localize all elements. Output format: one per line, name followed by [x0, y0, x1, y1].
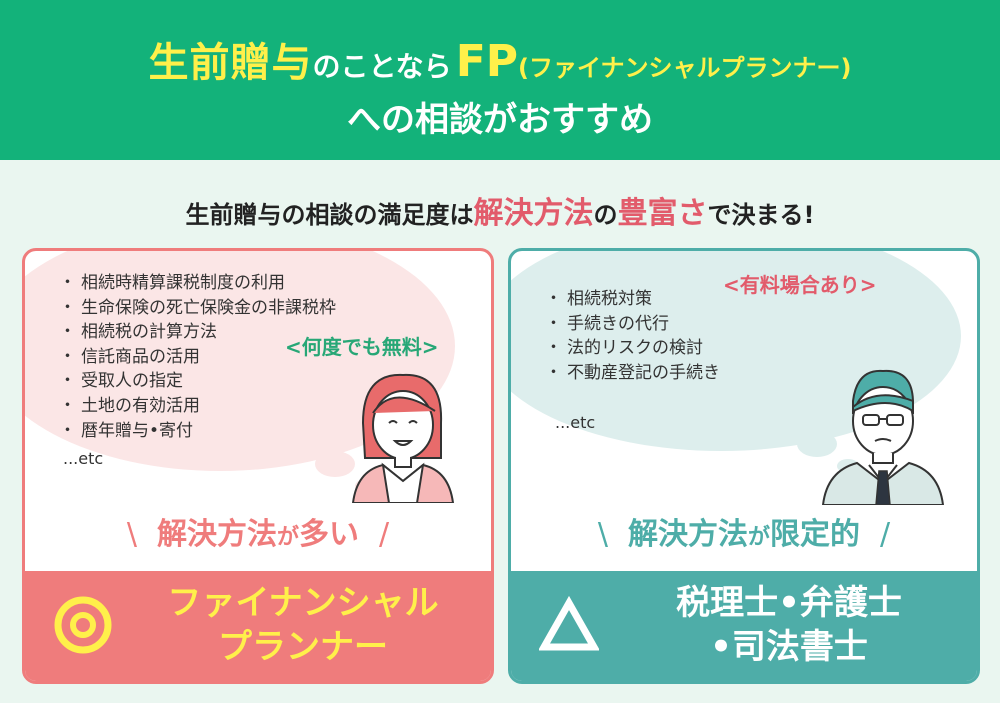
thought-bubble-small — [315, 451, 355, 477]
verdict-particle: が — [747, 525, 770, 550]
tax-lawyer-name-line2: •司法書士 — [710, 627, 868, 667]
subheading-part3: で決まる! — [707, 201, 815, 229]
list-item: 不動産登記の手続き — [545, 361, 720, 386]
subheading-highlight2: 豊富さ — [617, 196, 708, 231]
subheading-part2: の — [593, 201, 618, 229]
thought-bubble-small — [797, 431, 837, 457]
tax-lawyer-solution-list: 相続税対策 手続きの代行 法的リスクの検討 不動産登記の手続き — [545, 287, 720, 385]
banner-title-line2: への相談がおすすめ — [347, 100, 653, 140]
fp-card: 相続時精算課税制度の利用 生命保険の死亡保険金の非課税枠 相続税の計算方法 信託… — [22, 248, 494, 684]
list-item: 手続きの代行 — [545, 312, 720, 337]
banner-title-fp: FP — [455, 36, 518, 87]
etc-label: ...etc — [555, 413, 596, 432]
tax-lawyer-name: 税理士•弁護士 •司法書士 — [611, 581, 967, 669]
verdict-slash-right: / — [379, 517, 390, 552]
list-item: 暦年贈与•寄付 — [59, 419, 336, 444]
list-item: 生命保険の死亡保険金の非課税枠 — [59, 296, 336, 321]
verdict-slash-left: \ — [126, 517, 137, 552]
male-advisor-illustration — [821, 369, 945, 505]
fp-name: ファイナンシャル プランナー — [125, 581, 481, 669]
fp-footer: ファイナンシャル プランナー — [25, 571, 491, 681]
fp-verdict: \ 解決方法が多い / — [25, 509, 491, 553]
tax-lawyer-card: 相続税対策 手続きの代行 法的リスクの検討 不動産登記の手続き ...etc <… — [508, 248, 980, 684]
banner-title-mid: のことなら — [312, 50, 452, 83]
subheading: 生前贈与の相談の満足度は解決方法の豊富さで決まる! — [0, 188, 1000, 232]
verdict-main: 解決方法 — [156, 517, 277, 552]
tax-lawyer-footer: 税理士•弁護士 •司法書士 — [511, 571, 977, 681]
banner-title-main: 生前贈与 — [148, 40, 313, 86]
tax-lawyer-name-line1: 税理士•弁護士 — [676, 583, 902, 623]
etc-label: ...etc — [63, 449, 104, 468]
fp-solution-list: 相続時精算課税制度の利用 生命保険の死亡保険金の非課税枠 相続税の計算方法 信託… — [59, 271, 336, 443]
list-item: 受取人の指定 — [59, 369, 336, 394]
subheading-part1: 生前贈与の相談の満足度は — [185, 201, 474, 229]
banner-title-line1: 生前贈与のことならFP(ファイナンシャルプランナー) — [0, 30, 1000, 88]
fp-name-line1: ファイナンシャル — [167, 583, 439, 623]
verdict-slash-right: / — [880, 517, 891, 552]
header-banner: 生前贈与のことならFP(ファイナンシャルプランナー) への相談がおすすめ — [0, 0, 1000, 160]
verdict-tail: 多い — [299, 517, 359, 552]
paid-consultation-tag: <有料場合あり> — [723, 273, 877, 297]
verdict-tail: 限定的 — [770, 517, 860, 552]
list-item: 法的リスクの検討 — [545, 336, 720, 361]
subheading-highlight1: 解決方法 — [473, 196, 594, 231]
list-item: 信託商品の活用 — [59, 345, 336, 370]
list-item: 相続税の計算方法 — [59, 320, 336, 345]
triangle-icon — [539, 595, 599, 651]
verdict-main: 解決方法 — [627, 517, 748, 552]
list-item: 相続時精算課税制度の利用 — [59, 271, 336, 296]
female-advisor-illustration — [351, 373, 455, 503]
double-circle-icon — [54, 596, 112, 654]
verdict-particle: が — [276, 525, 299, 550]
list-item: 相続税対策 — [545, 287, 720, 312]
tax-lawyer-verdict: \ 解決方法が限定的 / — [511, 509, 977, 553]
list-item: 土地の有効活用 — [59, 394, 336, 419]
verdict-slash-left: \ — [597, 517, 608, 552]
fp-name-line2: プランナー — [218, 627, 388, 667]
free-consultation-tag: <何度でも無料> — [285, 335, 439, 359]
banner-title-paren: (ファイナンシャルプランナー) — [518, 54, 852, 82]
